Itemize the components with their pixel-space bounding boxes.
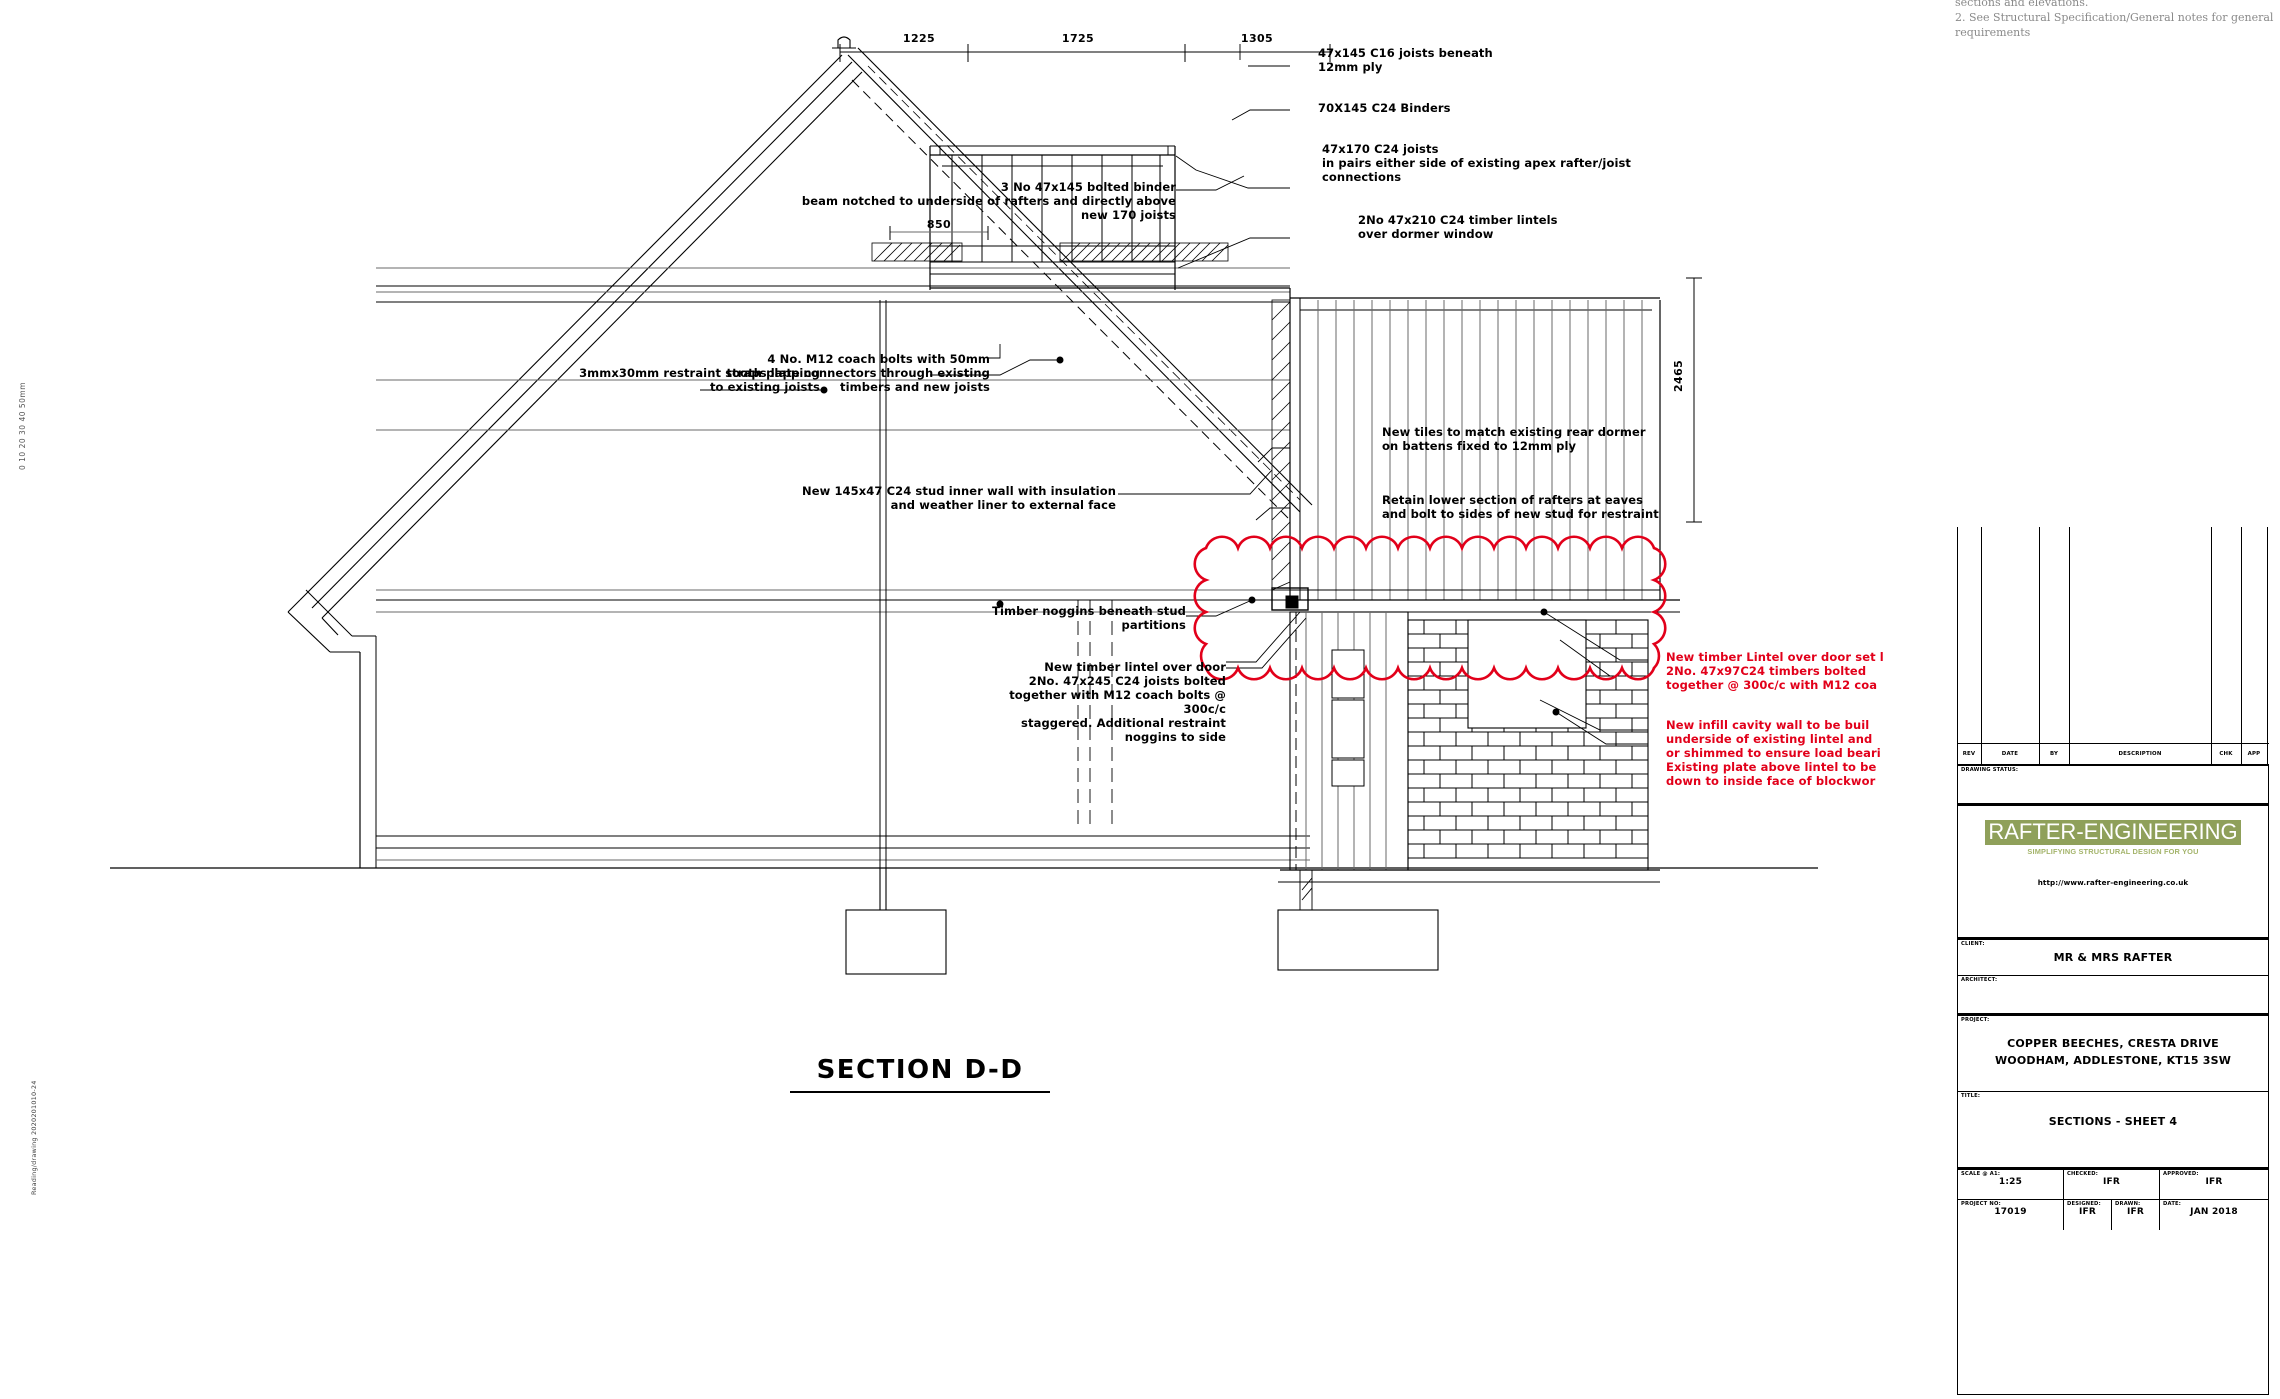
brand-tagline: SIMPLIFYING STRUCTURAL DESIGN FOR YOU <box>2027 846 2199 856</box>
approved-label: APPROVED: <box>2163 1171 2199 1177</box>
checked-label: CHECKED: <box>2067 1171 2099 1177</box>
client-label: CLIENT: <box>1961 941 1985 947</box>
approved-value: IFR <box>2205 1177 2223 1188</box>
checked-value: IFR <box>2102 1177 2121 1188</box>
revision-col-by: BY <box>2049 751 2059 757</box>
title-row: TITLE: SECTIONS - SHEET 4 <box>1958 1092 2268 1170</box>
dimension-1305: 1305 <box>1240 32 1274 45</box>
title-label: TITLE: <box>1961 1093 1981 1099</box>
dimension-1225: 1225 <box>902 32 936 45</box>
scale-checked-approved-row: SCALE @ A1: 1:25 CHECKED: IFR APPROVED: … <box>1958 1170 2268 1200</box>
project-label: PROJECT: <box>1961 1017 1990 1023</box>
client-value: MR & MRS RAFTER <box>2053 951 2173 965</box>
annotation-infill-cavity-wall: New infill cavity wall to be buil unders… <box>1666 718 1881 789</box>
client-row: CLIENT: MR & MRS RAFTER <box>1958 940 2268 976</box>
designed-value: IFR <box>2078 1207 2097 1218</box>
project-row: PROJECT: COPPER BEECHES, CRESTA DRIVE WO… <box>1958 1016 2268 1092</box>
drawing-status-row: DRAWING STATUS: <box>1958 766 2268 806</box>
annotation-retain-rafters: Retain lower section of rafters at eaves… <box>1382 493 1659 522</box>
revision-table-header: REV DATE BY DESCRIPTION CHK APP <box>1957 743 2269 765</box>
architect-row: ARCHITECT: <box>1958 976 2268 1016</box>
project-no-value: 17019 <box>1994 1207 2027 1218</box>
brand-name: RAFTER-ENGINEERING <box>1985 819 2241 845</box>
revision-col-app: APP <box>2247 751 2261 757</box>
company-logo: RAFTER-ENGINEERING SIMPLIFYING STRUCTURA… <box>1958 806 2268 887</box>
annotation-lintel-over-door: New timber lintel over door 2No. 47x245 … <box>1009 660 1226 745</box>
title-value: SECTIONS - SHEET 4 <box>2048 1115 2178 1129</box>
architect-label: ARCHITECT: <box>1961 977 1998 983</box>
date-value: JAN 2018 <box>2190 1207 2238 1218</box>
scale-label: SCALE @ A1: <box>1961 1171 2001 1177</box>
revision-col-chk: CHK <box>2219 751 2233 757</box>
revision-col-date: DATE <box>2001 751 2019 757</box>
dimension-850: 850 <box>926 218 952 231</box>
annotation-joists-beneath-ply: 47x145 C16 joists beneath 12mm ply <box>1318 46 1493 75</box>
projectno-designed-drawn-date-row: PROJECT No: 17019 DESIGNED: IFR DRAWN: I… <box>1958 1200 2268 1230</box>
designed-label: DESIGNED: <box>2067 1201 2101 1207</box>
revision-col-description: DESCRIPTION <box>2118 751 2162 757</box>
annotation-restraint-straps: 3mmx30mm restraint straps lapping to exi… <box>579 366 820 395</box>
title-block: DRAWING STATUS: RAFTER-ENGINEERING SIMPL… <box>1957 765 2269 1395</box>
revision-col-rev: REV <box>1962 751 1976 757</box>
annotation-apex-joists: 47x170 C24 joists in pairs either side o… <box>1322 142 1632 185</box>
project-no-label: PROJECT No: <box>1961 1201 2001 1207</box>
annotation-binders: 70X145 C24 Binders <box>1318 101 1451 115</box>
dimension-1725: 1725 <box>1061 32 1095 45</box>
drawn-label: DRAWN: <box>2115 1201 2141 1207</box>
company-url[interactable]: http://www.rafter-engineering.co.uk <box>2037 877 2189 887</box>
dimension-2465: 2465 <box>1672 359 1685 392</box>
logo-row: RAFTER-ENGINEERING SIMPLIFYING STRUCTURA… <box>1958 806 2268 940</box>
section-title-block: SECTION D-D <box>790 1055 1050 1093</box>
drawn-value: IFR <box>2126 1207 2145 1218</box>
date-label: DATE: <box>2163 1201 2182 1207</box>
annotation-coach-bolts: 4 No. M12 coach bolts with 50mm tooth pl… <box>726 352 990 395</box>
drawing-status-label: DRAWING STATUS: <box>1961 767 2019 773</box>
annotation-dormer-lintels: 2No 47x210 C24 timber lintels over dorme… <box>1358 213 1558 242</box>
annotation-stud-inner-wall: New 145x47 C24 stud inner wall with insu… <box>802 484 1116 513</box>
revision-table: REV DATE BY DESCRIPTION CHK APP <box>1957 527 2269 765</box>
page-title: SECTION D-D <box>816 1055 1024 1085</box>
general-notes: sections and elevations. 2. See Structur… <box>1955 0 2274 39</box>
annotation-timber-noggins: Timber noggins beneath stud partitions <box>992 604 1186 633</box>
annotation-bolted-binder-beam: 3 No 47x145 bolted binder beam notched t… <box>801 180 1176 223</box>
project-value-line2: WOODHAM, ADDLESTONE, KT15 3SW <box>1994 1054 2232 1068</box>
title-underline <box>790 1091 1050 1093</box>
scale-value: 1:25 <box>1998 1177 2023 1188</box>
annotation-lintel-over-door-set: New timber Lintel over door set l 2No. 4… <box>1666 650 1884 693</box>
annotation-new-tiles: New tiles to match existing rear dormer … <box>1382 425 1646 454</box>
project-value-line1: COPPER BEECHES, CRESTA DRIVE <box>2007 1037 2219 1051</box>
